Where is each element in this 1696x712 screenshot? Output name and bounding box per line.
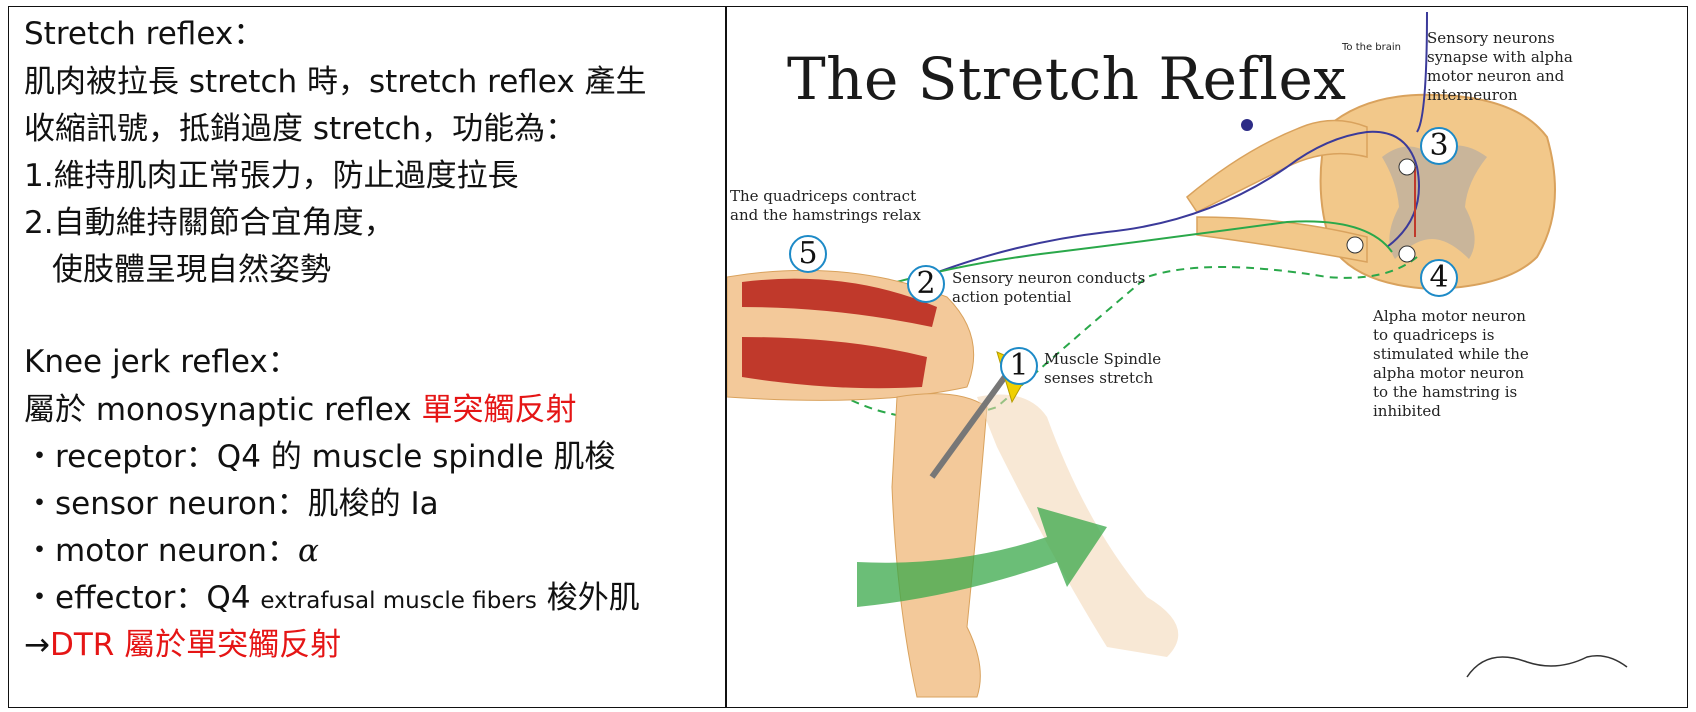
- knee-jerk-heading: Knee jerk reflex：: [24, 344, 299, 380]
- note-3-line-4: interneuron: [1427, 86, 1518, 104]
- diagram-panel: The Stretch Reflex To the brain Sensory …: [727, 7, 1687, 707]
- slide-frame: [8, 6, 1688, 708]
- minus-sign-1: [1398, 245, 1416, 263]
- diagram-title: The Stretch Reflex: [787, 45, 1347, 113]
- signature: [1466, 655, 1628, 678]
- ganglion-cell: [1241, 119, 1253, 131]
- note-3-line-1: Sensory neurons: [1427, 29, 1555, 47]
- step-2-marker: 2: [907, 265, 945, 303]
- motor-neuron-item: ・motor neuron：α: [24, 531, 319, 571]
- plus-sign-1: [1398, 158, 1416, 176]
- step-3-marker: 3: [1420, 127, 1458, 165]
- alpha-symbol: α: [297, 533, 319, 569]
- note-2-line-2: action potential: [952, 288, 1072, 306]
- kick-arrow: [857, 507, 1107, 607]
- note-5-line-2: and the hamstrings relax: [730, 206, 921, 224]
- receptor-item: ・receptor：Q4 的 muscle spindle 肌梭: [24, 439, 616, 475]
- note-4-line-2: to quadriceps is: [1373, 326, 1495, 344]
- hamstring-muscle: [742, 337, 927, 389]
- note-3-line-3: motor neuron and: [1427, 67, 1565, 85]
- note-3-line-2: synapse with alpha: [1427, 48, 1573, 66]
- note-step-2: Sensory neuron conducts action potential: [952, 269, 1145, 307]
- to-brain-label: To the brain: [1342, 42, 1401, 53]
- note-step-5: The quadriceps contract and the hamstrin…: [730, 187, 921, 225]
- stretch-reflex-desc-2: 收縮訊號，抵銷過度 stretch，功能為：: [24, 111, 577, 147]
- note-1-line-1: Muscle Spindle: [1044, 350, 1162, 368]
- dorsal-root: [1186, 119, 1368, 213]
- function-item-2-cont: 使肢體呈現自然姿勢: [52, 252, 331, 288]
- note-4-line-5: to the hamstring is: [1373, 383, 1518, 401]
- note-4-line-1: Alpha motor neuron: [1373, 307, 1526, 325]
- quadriceps-muscle: [742, 278, 937, 327]
- knee-jerk-type: 屬於 monosynaptic reflex 單突觸反射: [24, 390, 577, 430]
- note-step-4: Alpha motor neuron to quadriceps is stim…: [1373, 307, 1529, 421]
- plus-sign-2: [1346, 236, 1364, 254]
- reflex-hammer: [929, 365, 1015, 479]
- note-4-line-3: stimulated while the: [1373, 345, 1529, 363]
- effector-small: extrafusal muscle fibers: [260, 588, 537, 614]
- note-1-line-2: senses stretch: [1044, 369, 1154, 387]
- knee-type-red: 單突觸反射: [421, 392, 577, 428]
- dtr-conclusion: →DTR 屬於單突觸反射: [24, 625, 341, 665]
- note-4-line-4: alpha motor neuron: [1373, 364, 1525, 382]
- sensor-neuron-item: ・sensor neuron：肌梭的 Ia: [24, 486, 439, 522]
- panel-divider: [725, 6, 727, 708]
- effector-suffix: 梭外肌: [536, 580, 640, 616]
- function-item-1: 1.維持肌肉正常張力，防止過度拉長: [24, 158, 519, 194]
- function-item-2: 2.自動維持關節合宜角度，: [24, 205, 395, 241]
- note-5-line-1: The quadriceps contract: [730, 187, 917, 205]
- note-step-3: Sensory neurons synapse with alpha motor…: [1427, 29, 1573, 105]
- stretch-reflex-heading: Stretch reflex：: [24, 16, 265, 52]
- sensory-to-brain: [1416, 11, 1428, 133]
- stretch-reflex-illustration: [727, 11, 1628, 698]
- lower-leg: [891, 393, 988, 698]
- step-1-marker: 1: [1000, 347, 1038, 385]
- arrow-icon: →: [24, 627, 50, 663]
- motor-label: ・motor neuron：: [24, 533, 298, 569]
- step-4-marker: 4: [1420, 259, 1458, 297]
- knee-type-text: 屬於 monosynaptic reflex: [24, 392, 422, 428]
- dtr-red-text: DTR 屬於單突觸反射: [49, 627, 342, 663]
- text-panel: Stretch reflex： 肌肉被拉長 stretch 時，stretch …: [14, 8, 719, 698]
- effector-item: ・effector：Q4 extrafusal muscle fibers 梭外…: [24, 578, 640, 621]
- sensory-neuron: [856, 130, 1420, 308]
- note-2-line-1: Sensory neuron conducts: [952, 269, 1146, 287]
- effector-label: ・effector：Q4: [24, 580, 261, 616]
- stretch-reflex-desc-1: 肌肉被拉長 stretch 時，stretch reflex 產生: [24, 64, 647, 100]
- note-4-line-6: inhibited: [1373, 402, 1441, 420]
- step-5-marker: 5: [789, 235, 827, 273]
- note-step-1: Muscle Spindle senses stretch: [1044, 350, 1161, 388]
